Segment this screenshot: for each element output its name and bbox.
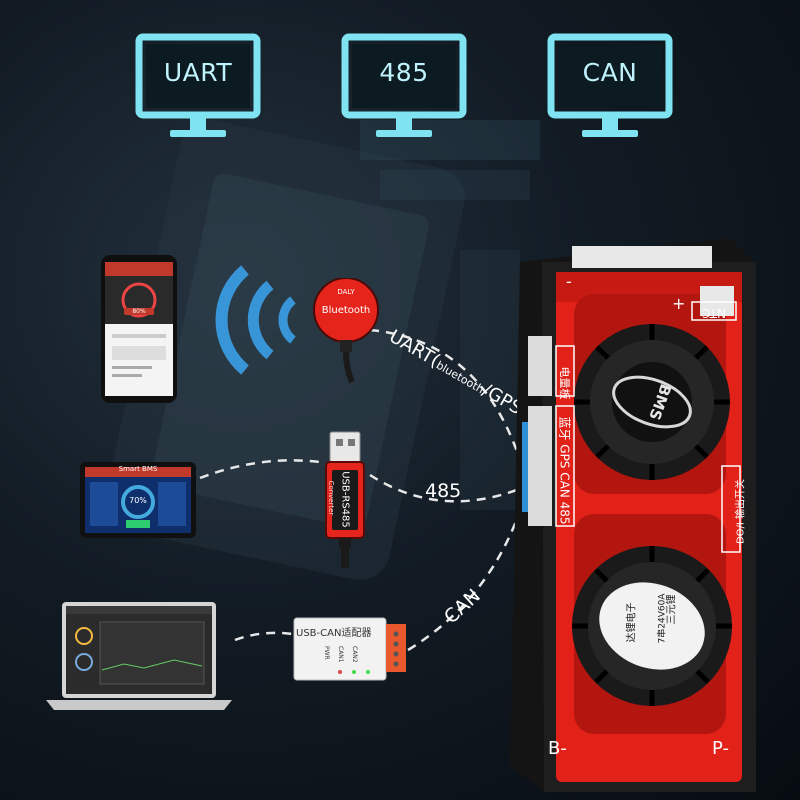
usb-can-title: USB-CAN适配器: [296, 628, 372, 639]
can-line-right: [407, 504, 524, 652]
monitor-label: 485: [379, 58, 429, 87]
usb-dongle-line2: Converter: [327, 480, 335, 516]
rs485-connection-label: 485: [425, 480, 462, 502]
bms-left-strip-label: 电量板: [558, 366, 571, 400]
can-line-left: [234, 631, 293, 642]
usb-can-led-pwr: PWR: [323, 646, 330, 660]
ntc-label: NTC: [702, 306, 726, 320]
monitor-icon: [341, 33, 467, 137]
spec-model: 7串24V60A: [657, 593, 668, 644]
phone-icon: [101, 255, 177, 403]
tablet-title: Smart BMS: [118, 465, 158, 473]
usb-can-led-can1: CAN1: [337, 646, 344, 663]
heatsink-bottom: [572, 546, 732, 706]
usb-dongle-line1: USB-RS485: [339, 471, 351, 528]
wireless-signal-icon: [215, 265, 296, 375]
b-minus-label: B-: [548, 738, 567, 759]
monitor-icon: [547, 33, 673, 137]
bms-right-label: DO/I 输出开关: [735, 478, 747, 545]
bluetooth-label: Bluetooth: [321, 305, 371, 316]
monitor-label: UART: [163, 58, 233, 87]
monitor-label: CAN: [582, 58, 638, 87]
usb-dongle-icon: [325, 431, 365, 568]
plus-terminal-label: +: [672, 294, 686, 313]
bluetooth-module-icon: [313, 278, 379, 384]
tablet-percent: 70%: [129, 496, 147, 505]
rs485-line-left: [199, 459, 321, 480]
heatsink-top: [574, 324, 730, 480]
maker-label: 达锂电子: [626, 602, 638, 643]
p-minus-label: P-: [712, 738, 729, 759]
uart-line: [369, 328, 522, 461]
bms-port-strip-label: 蓝牙 GPS CAN 485: [557, 416, 572, 525]
minus-terminal-label: -: [566, 272, 572, 291]
monitor-icon: [135, 33, 261, 137]
bms-board-body: [510, 238, 756, 792]
usb-can-icon: [293, 617, 406, 681]
tablet-icon: [80, 462, 196, 538]
phone-value: 80%: [124, 308, 154, 315]
rs485-line-right: [369, 473, 523, 503]
bluetooth-brand: DALY: [337, 288, 355, 296]
usb-can-led-can2: CAN2: [351, 646, 358, 663]
laptop-icon: [46, 602, 232, 710]
